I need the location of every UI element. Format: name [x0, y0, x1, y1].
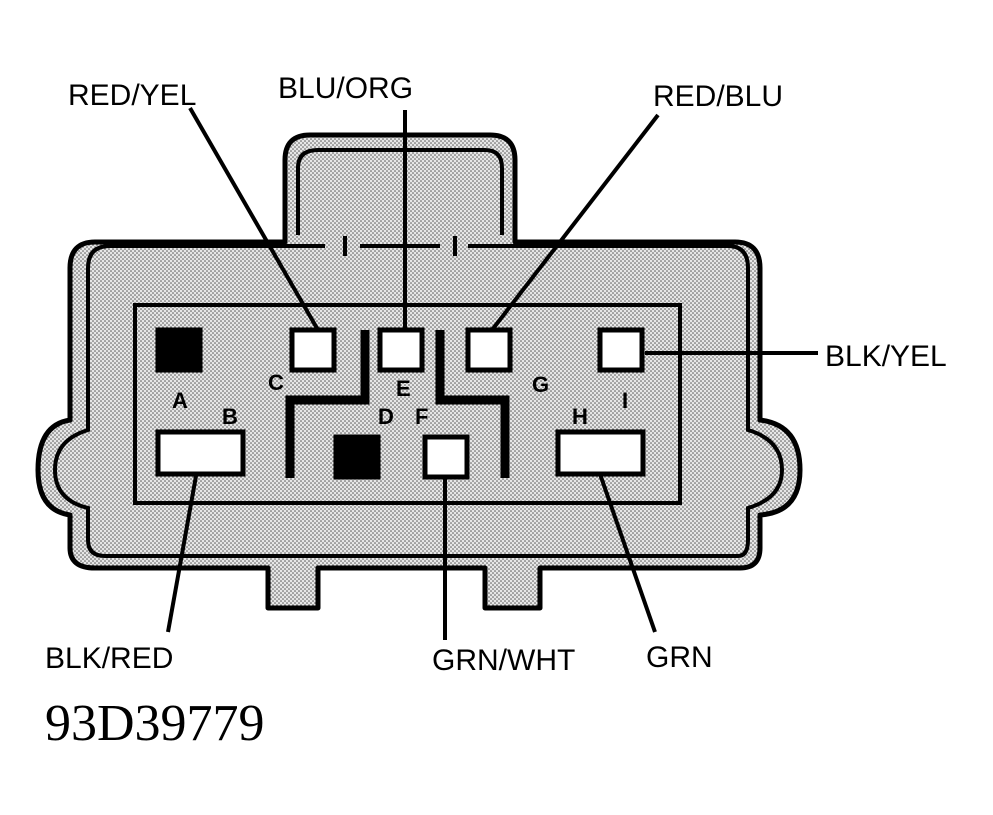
terminal-g: [465, 327, 513, 373]
terminal-b: [155, 429, 246, 477]
divider-wall-right: [435, 330, 510, 478]
pin-label-b: B: [222, 404, 238, 429]
pin-label-i: I: [622, 388, 628, 413]
wire-label-grn: GRN: [646, 641, 713, 674]
figure-id: 93D39779: [45, 695, 265, 752]
housing-inner-rim: [52, 244, 785, 558]
leader-red-blu: [490, 113, 660, 332]
wire-label-blk-red: BLK/RED: [45, 642, 173, 675]
latch-tab: [296, 148, 504, 235]
pin-label-a: A: [172, 388, 188, 413]
pin-label-c: C: [268, 370, 284, 395]
terminal-e: [377, 327, 425, 373]
pin-label-e: E: [396, 376, 411, 401]
terminal-c: [289, 327, 337, 373]
wire-label-blu-org: BLU/ORG: [278, 72, 413, 105]
terminal-i: [597, 327, 645, 373]
pin-label-f: F: [415, 404, 428, 429]
terminal-h: [555, 429, 646, 477]
wire-label-grn-wht: GRN/WHT: [432, 644, 575, 677]
wire-label-red-yel: RED/YEL: [68, 79, 196, 112]
pin-label-h: H: [572, 404, 588, 429]
divider-wall-left: [285, 330, 370, 478]
pin-label-d: D: [378, 404, 394, 429]
leader-grn: [598, 473, 657, 633]
terminal-d: [333, 434, 381, 480]
wire-label-red-blu: RED/BLU: [653, 80, 783, 113]
leader-blk-red: [166, 475, 198, 633]
wire-label-blk-yel: BLK/YEL: [825, 340, 947, 373]
terminal-f: [422, 434, 470, 480]
leader-red-yel: [188, 107, 320, 331]
terminal-a: [155, 327, 203, 373]
pin-label-g: G: [532, 372, 549, 397]
